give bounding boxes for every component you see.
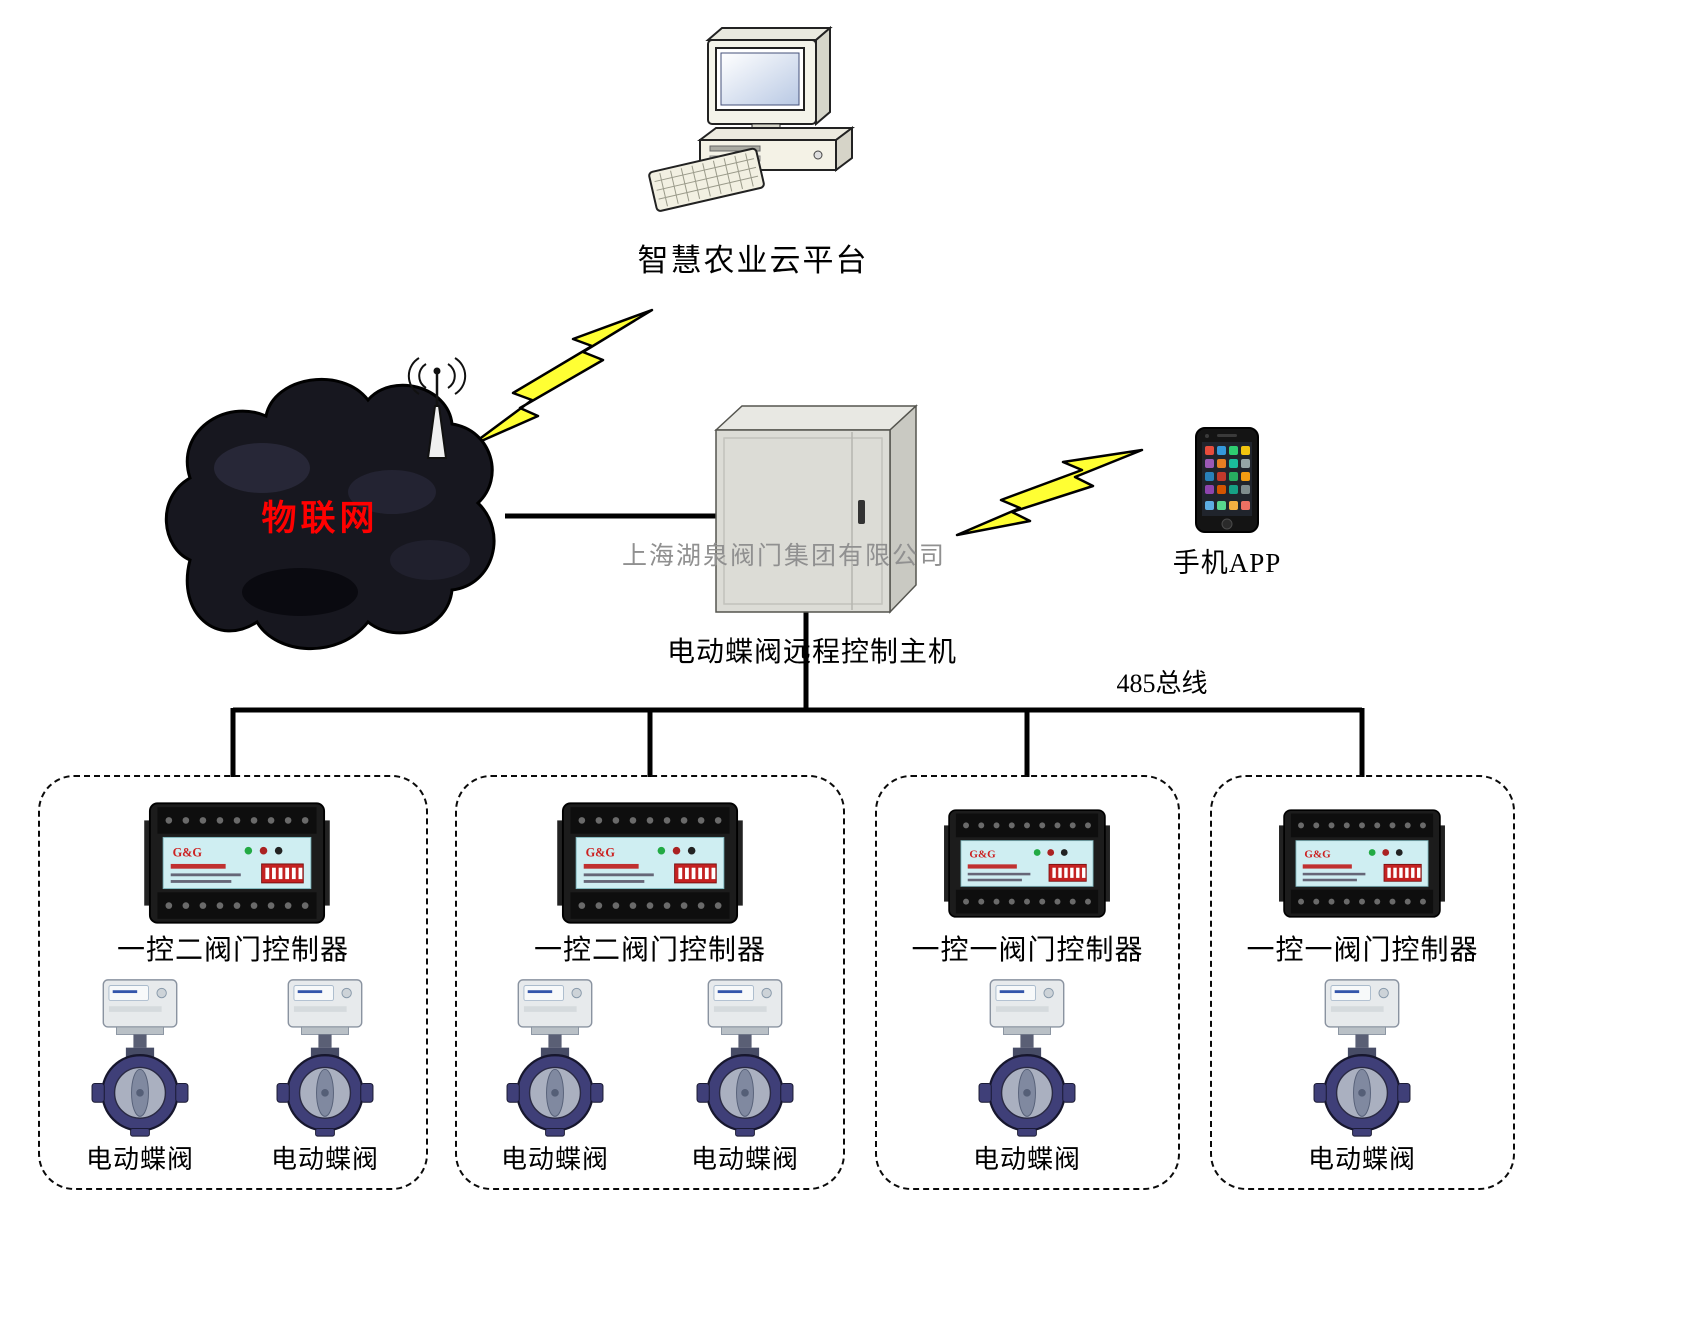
controller-label-4: 一控一阀门控制器: [1246, 935, 1479, 966]
valve-label-3: 电动蝶阀: [972, 1145, 1081, 1174]
lightning-bolt-right: [955, 448, 1144, 537]
connection-lines: [230, 513, 1365, 777]
control-cabinet-icon: [714, 404, 918, 614]
valve-label-2b: 电动蝶阀: [690, 1145, 799, 1174]
cabinet-label: 电动蝶阀远程控制主机: [666, 637, 957, 668]
lightning-bolt-left: [468, 308, 654, 448]
group-box-2: [455, 775, 845, 1190]
keyboard: [648, 147, 765, 212]
controller-label-1: 一控二阀门控制器: [116, 935, 349, 966]
cloud-platform-title: 智慧农业云平台: [637, 243, 869, 278]
bus-485-label: 485总线: [1116, 669, 1208, 698]
phone-app-grid: [1205, 446, 1250, 510]
controller-label-2: 一控二阀门控制器: [533, 935, 766, 966]
valve-label-4: 电动蝶阀: [1307, 1145, 1416, 1174]
valve-label-1a: 电动蝶阀: [85, 1145, 194, 1174]
valve-label-1b: 电动蝶阀: [270, 1145, 379, 1174]
group-box-4: [1210, 775, 1515, 1190]
iot-cloud-icon: [164, 377, 496, 651]
company-watermark: 上海湖泉阀门集团有限公司: [621, 543, 946, 570]
valve-label-2a: 电动蝶阀: [500, 1145, 609, 1174]
iot-cloud-label: 物联网: [261, 499, 379, 538]
controller-label-3: 一控一阀门控制器: [911, 935, 1144, 966]
wireless-antenna-icon: [407, 357, 467, 459]
phone-app-label: 手机APP: [1172, 548, 1282, 578]
group-box-1: [38, 775, 428, 1190]
desktop-computer-icon: [648, 25, 855, 212]
smartphone-icon: [1195, 427, 1259, 533]
group-box-3: [875, 775, 1180, 1190]
